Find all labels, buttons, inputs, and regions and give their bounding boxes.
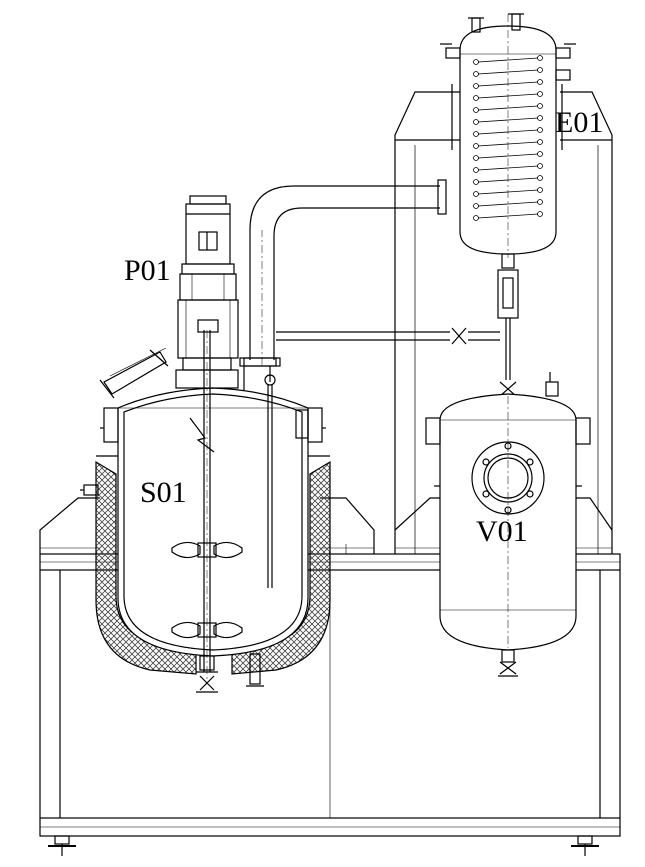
p01-motor-drive: [177, 195, 239, 359]
s01-bottom-outlets: [196, 653, 264, 693]
e01-condenser: [440, 13, 576, 397]
p01-label: P01: [124, 254, 171, 287]
v01-label: V01: [476, 515, 528, 548]
v01-receiver: [425, 372, 591, 677]
e01-label: E01: [555, 106, 604, 139]
return-pipe: [276, 327, 500, 345]
right-support-frame: [394, 91, 613, 554]
left-support-bracket: [39, 497, 375, 554]
s01-top-nozzles: [99, 347, 309, 439]
s01-reactor-vessel: [80, 374, 326, 657]
e01-coil: [473, 55, 543, 221]
vapour-pipe: [243, 179, 447, 367]
agitator: [171, 330, 243, 680]
s01-label: S01: [140, 476, 187, 509]
